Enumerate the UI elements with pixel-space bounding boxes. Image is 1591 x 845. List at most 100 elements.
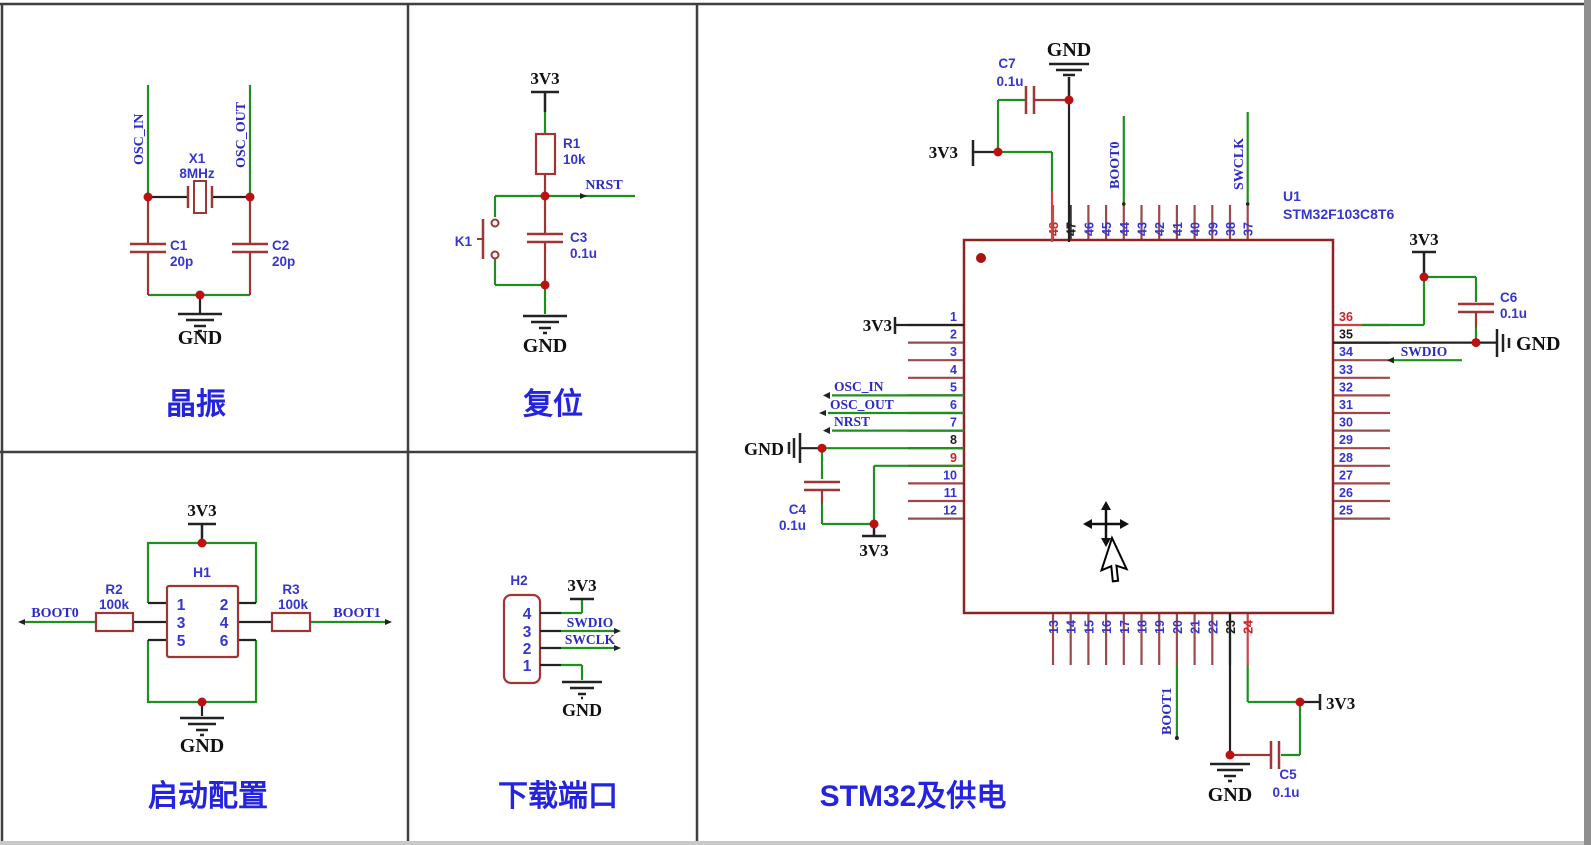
mcu-pin-30-number: 30: [1339, 416, 1353, 430]
mcu-pin-29-number: 29: [1339, 433, 1353, 447]
net-label-swdio[interactable]: SWDIO: [1401, 344, 1448, 359]
net-label-osc-out[interactable]: OSC_OUT: [234, 101, 249, 168]
mcu-pin-46-number: 46: [1082, 222, 1096, 236]
x1-value-label[interactable]: 8MHz: [179, 166, 215, 181]
capacitor-c6-symbol[interactable]: [1458, 302, 1494, 314]
net-label-nrst[interactable]: NRST: [834, 414, 870, 429]
net-label-boot1[interactable]: BOOT1: [333, 606, 380, 621]
c3-value-label[interactable]: 0.1u: [570, 246, 597, 261]
junction-dot: [869, 519, 879, 529]
c1-value-label[interactable]: 20p: [170, 254, 193, 269]
h2-ref-label[interactable]: H2: [510, 573, 527, 588]
h1-ref-label[interactable]: H1: [193, 564, 211, 580]
net-label-boot0[interactable]: BOOT0: [31, 606, 78, 621]
u1-ref-label[interactable]: U1: [1283, 188, 1301, 204]
mcu-left-wires: [820, 394, 964, 526]
gnd-label: GND: [178, 327, 222, 349]
screen-right-edge: [1584, 0, 1591, 845]
ground-icon[interactable]: [1495, 329, 1511, 357]
c1-ref-label[interactable]: C1: [170, 238, 188, 253]
junction-dot: [1225, 750, 1235, 760]
mcu-pin-12-number: 12: [943, 504, 957, 518]
gnd-label: GND: [1516, 333, 1560, 355]
junction-dot: [1419, 272, 1429, 282]
u1-part-label[interactable]: STM32F103C8T6: [1283, 206, 1394, 222]
k1-ref-label[interactable]: K1: [455, 234, 473, 249]
r2-value-label[interactable]: 100k: [99, 597, 130, 612]
download-black-stubs: [540, 611, 561, 667]
ground-icon[interactable]: [523, 314, 567, 335]
ground-icon[interactable]: [180, 716, 224, 737]
net-label-boot0[interactable]: BOOT0: [1108, 142, 1123, 189]
net-anchor-dot: [1174, 736, 1179, 740]
capacitor-c1-symbol[interactable]: [130, 242, 166, 254]
net-label-nrst[interactable]: NRST: [585, 178, 623, 193]
x1-ref-label[interactable]: X1: [189, 151, 206, 166]
c4-ref-label[interactable]: C4: [789, 502, 807, 517]
capacitor-c5-symbol[interactable]: [1269, 741, 1281, 769]
r3-value-label[interactable]: 100k: [278, 597, 309, 612]
net-label-osc-in[interactable]: OSC_IN: [834, 379, 884, 394]
mcu-pin-15-number: 15: [1082, 620, 1096, 634]
h2-pin-2: 2: [523, 641, 532, 658]
c7-value-label[interactable]: 0.1u: [996, 74, 1023, 89]
ground-icon[interactable]: [1210, 762, 1250, 783]
c2-value-label[interactable]: 20p: [272, 254, 295, 269]
mcu-pin-4-number: 4: [950, 363, 957, 377]
net-label-swclk[interactable]: SWCLK: [1232, 138, 1247, 190]
mcu-pin-9-number: 9: [950, 451, 957, 465]
c6-value-label[interactable]: 0.1u: [1500, 306, 1527, 321]
junction-dot: [817, 443, 827, 453]
c2-ref-label[interactable]: C2: [272, 238, 289, 253]
h1-pin-5: 5: [177, 633, 186, 650]
r1-value-label[interactable]: 10k: [563, 152, 586, 167]
push-button-k1-symbol[interactable]: [477, 218, 500, 260]
ground-icon[interactable]: [787, 433, 802, 463]
resistor-r3-symbol[interactable]: [270, 611, 312, 633]
mcu-pin-21-number: 21: [1189, 620, 1203, 634]
capacitor-c3-symbol[interactable]: [527, 232, 563, 244]
mcu-pin-43-number: 43: [1136, 222, 1150, 236]
c4-value-label[interactable]: 0.1u: [779, 518, 806, 533]
c7-ref-label[interactable]: C7: [998, 56, 1015, 71]
c6-ref-label[interactable]: C6: [1500, 290, 1518, 305]
capacitor-c4-symbol[interactable]: [804, 480, 840, 492]
mcu-pin-2-number: 2: [950, 328, 957, 342]
mcu-u1-symbol[interactable]: [962, 238, 1335, 615]
r3-ref-label[interactable]: R3: [282, 582, 300, 597]
r2-ref-label[interactable]: R2: [105, 582, 122, 597]
net-label-osc-out[interactable]: OSC_OUT: [830, 397, 894, 412]
power-rail-icon[interactable]: [531, 90, 559, 112]
junction-dot: [540, 191, 550, 201]
ground-icon[interactable]: [562, 680, 602, 700]
mcu-pin-48-number: 48: [1047, 222, 1061, 236]
mcu-pin-44-number: 44: [1118, 222, 1132, 236]
junction-dot: [1064, 95, 1074, 105]
header-h1-symbol[interactable]: [165, 584, 240, 659]
mcu-pin-8-number: 8: [950, 433, 957, 447]
resistor-r1-symbol[interactable]: [534, 132, 557, 176]
net-label-osc-in[interactable]: OSC_IN: [132, 114, 147, 165]
net-label-swdio[interactable]: SWDIO: [567, 615, 614, 630]
r1-ref-label[interactable]: R1: [563, 136, 581, 151]
mcu-pin-18-number: 18: [1136, 620, 1150, 634]
c5-ref-label[interactable]: C5: [1279, 767, 1297, 782]
ground-icon[interactable]: [1049, 62, 1089, 100]
mcu-pin-31-number: 31: [1339, 398, 1353, 412]
net-label-swclk[interactable]: SWCLK: [565, 632, 616, 647]
crystal-x1-symbol[interactable]: [186, 180, 214, 214]
resistor-r2-symbol[interactable]: [94, 611, 135, 633]
net-port-arrow: [580, 193, 587, 199]
ground-icon[interactable]: [178, 312, 222, 333]
net-label-boot1[interactable]: BOOT1: [1160, 688, 1175, 735]
c3-ref-label[interactable]: C3: [570, 230, 588, 245]
capacitor-c2-symbol[interactable]: [232, 242, 268, 254]
c5-value-label[interactable]: 0.1u: [1272, 785, 1299, 800]
power-3v3-label: 3V3: [187, 501, 216, 520]
capacitor-c7-symbol[interactable]: [1024, 86, 1036, 114]
mcu-pin-47-number: 47: [1065, 222, 1079, 236]
power-3v3-label: 3V3: [1409, 230, 1438, 249]
header-h2-symbol[interactable]: [502, 593, 542, 685]
